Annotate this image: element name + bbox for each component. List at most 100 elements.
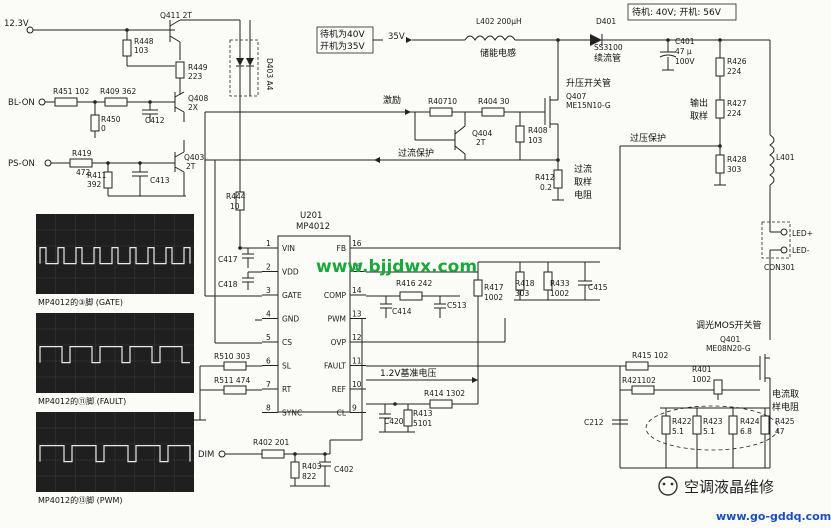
ov-protect-note: 过压保护 [630, 132, 666, 144]
r449-label: R449 [188, 63, 208, 72]
r444-value: 10 [230, 202, 240, 211]
ic-pin-name: SL [282, 362, 292, 371]
output-volt-note-box [627, 3, 737, 21]
q401-value: ME08N20-G [706, 344, 751, 353]
oscilloscope-panels: MP4012的③脚 (GATE)MP4012的⑪脚 (FAULT)MP4012的… [36, 214, 194, 505]
ic-pin-name: CS [282, 338, 292, 347]
q401-mosfet [759, 354, 771, 468]
center-watermark: www.bjjdwx.com [316, 257, 477, 277]
q403-value: 2T [186, 162, 196, 171]
q401-label: Q401 [720, 335, 740, 344]
r421-r401-network [619, 366, 760, 468]
ic-pin-name: VDD [282, 268, 299, 277]
r414-label: R414 1302 [424, 389, 465, 398]
cur-sample-note-2: 样电阻 [772, 401, 799, 413]
r407-resistor [429, 107, 453, 117]
r448-label: R448 [134, 37, 154, 46]
l401-label: L401 [776, 153, 795, 162]
r418-label: R418 [515, 279, 535, 288]
oc-sample-note-3: 电阻 [574, 189, 592, 201]
ic-pin-number: 9 [352, 404, 357, 413]
dim-input: DIM [198, 318, 363, 487]
scope-trace [39, 247, 191, 265]
r510-resistor [200, 361, 262, 371]
ic-pin-number: 13 [352, 310, 362, 319]
brand-watermark [658, 476, 678, 496]
c401-value2: 100V [675, 57, 695, 66]
r402-label: R402 201 [253, 438, 289, 447]
q408-value: 2X [188, 103, 198, 112]
svg-text:PS-ON: PS-ON [8, 159, 35, 169]
ic-pin-name: PWM [328, 315, 346, 324]
scope-caption: MP4012的⑬脚 (PWM) [38, 495, 123, 505]
c212-label: C212 [584, 418, 604, 427]
ic-pin-number: 16 [352, 239, 362, 248]
r426-value: 224 [727, 67, 742, 76]
oc-protect-note: 过流保护 [398, 147, 434, 159]
r408-resistor [515, 112, 525, 160]
led-plus-label: LED+ [792, 229, 813, 238]
q408-label: Q408 [188, 94, 208, 103]
r411-value: 392 [87, 180, 102, 189]
ic-pin-name: FB [337, 244, 346, 253]
output-sample-note-2: 取样 [690, 110, 708, 122]
led-connector [761, 221, 791, 340]
c401-value1: 47 μ [675, 47, 692, 56]
q404-transistor [414, 112, 466, 160]
r424-value: 6.8 [740, 427, 752, 436]
l401-inductor [769, 40, 775, 232]
brand-watermark-text: 空调液晶维修 [684, 478, 774, 496]
l402-inductor [464, 35, 590, 41]
ref-voltage-note: 1.2V基准电压 [380, 367, 436, 379]
svg-text:DIM: DIM [198, 450, 214, 460]
r416-label: R416 242 [396, 279, 432, 288]
scope-caption: MP4012的⑪脚 (FAULT) [38, 396, 126, 406]
c401-label: C401 [675, 37, 695, 46]
ic-pin-name: VIN [282, 244, 295, 253]
c415-label: C415 [588, 283, 608, 292]
r412-resistor [552, 169, 564, 201]
svg-text:12.3V: 12.3V [4, 19, 29, 29]
ic-pin-number: 10 [352, 380, 362, 389]
mp4012-ic [277, 235, 351, 413]
c401-capacitor [659, 38, 677, 71]
u201-label: U201 [300, 211, 322, 221]
q408-transistor [174, 91, 185, 122]
r421-label: R421102 [622, 376, 656, 385]
c412-label: C412 [145, 116, 165, 125]
q407-label: Q407 [566, 92, 586, 101]
r413-label: R413 [413, 409, 433, 418]
r401-value: 1002 [692, 375, 711, 384]
r422-label: R422 [672, 417, 692, 426]
standby-note-1: 待机为40V [320, 28, 365, 40]
r418-resistor [514, 262, 600, 301]
q411-label: Q411 2T [160, 11, 192, 20]
r417-resistor [473, 272, 483, 380]
r450-label: R450 [101, 115, 121, 124]
ic-pin-name: RT [282, 385, 292, 394]
r449-value: 223 [188, 72, 203, 81]
c420-capacitor [379, 402, 415, 433]
q403-label: Q403 [184, 153, 204, 162]
r408-label: R408 [528, 126, 548, 135]
c212-capacitor [612, 419, 628, 425]
scope-trace [39, 346, 190, 364]
rail-12v: 12.3V [4, 19, 175, 67]
c413-label: C413 [150, 176, 170, 185]
sense-resistors [620, 405, 779, 469]
r403-value: 822 [302, 472, 317, 481]
output-divider [714, 38, 726, 186]
r417-label: R417 [484, 283, 504, 292]
ic-pin-name: SYNC [282, 409, 302, 418]
r415-resistor [625, 361, 649, 371]
r413-value: 5101 [413, 419, 432, 428]
ic-pin-number: 8 [266, 404, 271, 413]
c414-label: C414 [392, 307, 412, 316]
r451-label: R451 102 [53, 87, 89, 96]
d403-diode-pair [229, 20, 259, 105]
q407-value: ME15N10-G [566, 101, 611, 110]
r427-value: 224 [727, 109, 742, 118]
